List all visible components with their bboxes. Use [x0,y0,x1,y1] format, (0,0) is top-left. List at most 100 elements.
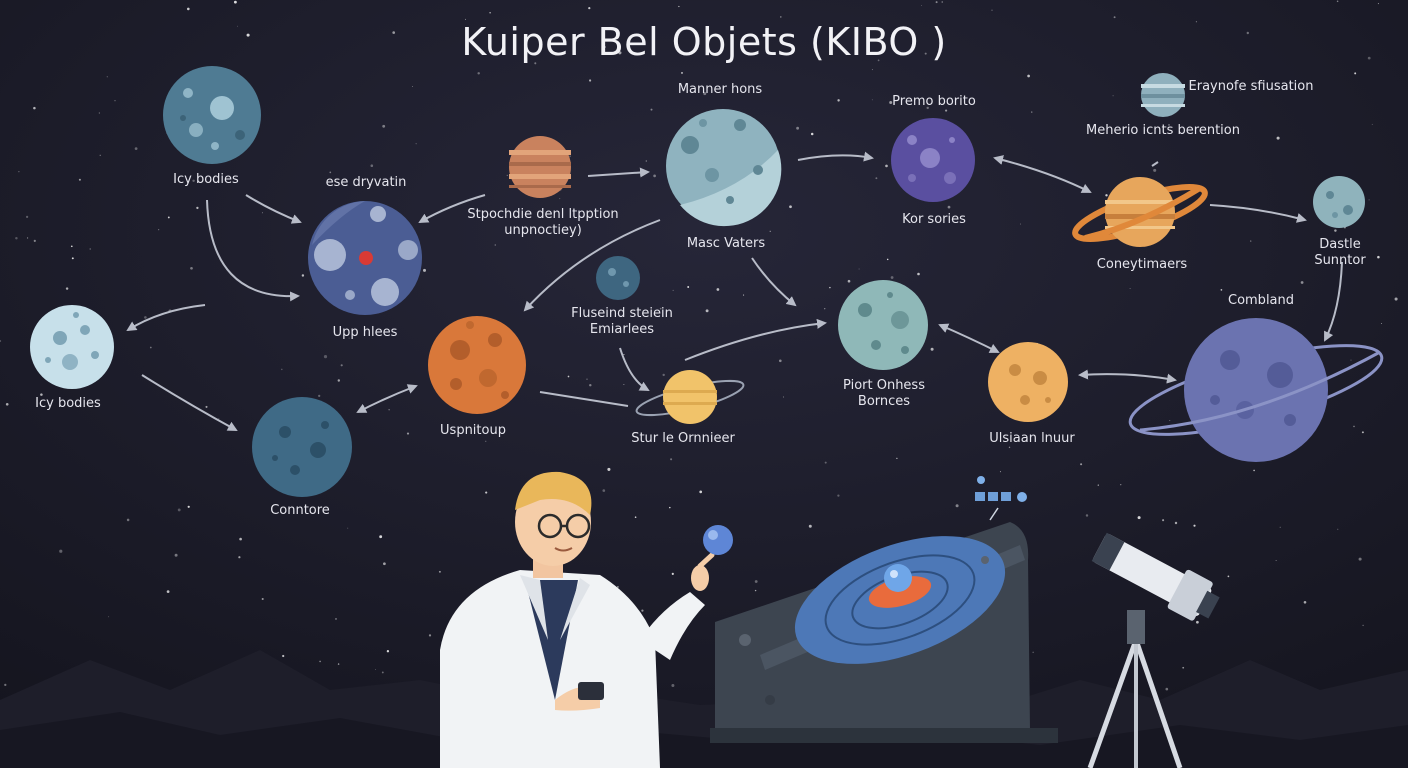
star [1227,575,1230,578]
star [559,198,561,200]
star [796,126,800,130]
star [196,206,199,210]
star [388,409,390,411]
handheld-device-icon [578,682,604,700]
planet-sture-ringed[interactable] [634,370,746,424]
star [1336,0,1339,3]
star [1220,289,1223,291]
planet-uspnitoup[interactable] [428,316,526,414]
star [1368,199,1370,201]
planet-striped-small[interactable] [509,136,571,198]
planet-eraynofe-banded[interactable] [1141,73,1185,117]
star [406,432,410,435]
planet-icy-left[interactable] [30,305,114,389]
held-planet-sphere[interactable] [703,525,733,555]
planet-upp-hlees[interactable] [308,201,422,315]
star [174,553,178,557]
star [485,491,488,494]
star [705,309,709,313]
star [589,79,592,82]
star [534,62,537,65]
arrow-manner-to-usp [523,219,661,312]
arrow-piort-to-ulsiaan [938,323,1000,353]
arrow-upp-to-icy-left [126,304,206,332]
label-conntore: Conntore [270,503,330,518]
star [177,508,181,512]
star [70,245,73,248]
star [144,316,147,319]
label-upp-hlees: Upp hlees [332,325,398,340]
star [1275,560,1277,561]
star [423,268,426,272]
star [935,1,938,4]
star [1182,666,1185,669]
planet-piort-onhess[interactable] [838,280,928,370]
star [1129,288,1131,289]
planet-coneytimaers-ringed[interactable] [1070,177,1209,249]
planet-ulsiaan-lnuur[interactable] [988,342,1068,422]
star [238,556,241,559]
star [926,106,929,110]
label-kor-sories: Kor sories [902,212,966,227]
star [1239,89,1241,92]
planet-icy-top[interactable] [163,66,261,164]
planet-fluseind-small[interactable] [596,256,640,300]
star [126,518,130,522]
star [589,383,592,387]
arrow-masc-to-piort [751,257,797,307]
star [1394,297,1398,301]
planet-manner-hons[interactable] [666,109,782,227]
star [166,590,170,593]
star [15,236,18,240]
star [1334,229,1337,232]
star [25,215,29,219]
star [415,143,417,145]
star [340,364,343,367]
star [506,174,508,177]
star [379,535,383,539]
star [335,617,337,620]
label-stpochdie: Stpochdie denl ltpption unpnoctiey) [467,207,619,238]
star [237,25,238,27]
star [158,229,160,231]
star [381,671,384,674]
star [780,16,782,18]
star [318,394,321,398]
star [669,506,671,509]
star [1168,124,1170,126]
star [386,650,390,653]
star [65,287,69,290]
star [1279,526,1281,528]
star [678,5,680,8]
planet-dastle-sunntor[interactable] [1313,176,1365,228]
label-combland: Combland [1227,293,1295,308]
planet-premo-borito[interactable] [891,118,975,202]
star [871,69,873,71]
star [1120,484,1122,486]
star [847,279,851,283]
planet-combland-ringed[interactable] [1123,318,1390,462]
star [588,7,591,10]
star [1020,223,1022,225]
planet-conntore[interactable] [252,397,352,497]
star [716,288,720,291]
star [99,154,101,156]
arrow-icy-left-to-conntore [141,374,238,431]
star [114,100,116,102]
star [607,467,611,471]
label-ese-dryvatin: ese dryvatin [325,175,407,190]
star [650,108,653,111]
star [1080,463,1083,466]
star [754,589,757,592]
label-icy-bodies-left: Icy bodies [35,396,101,411]
arrow-sture-to-piort [684,318,827,361]
arrow-striped-to-manner [587,167,650,178]
star [106,76,108,78]
arrow-usp-to-sture [539,391,629,407]
star [1358,557,1362,561]
star [205,405,208,408]
label-icy-bodies-top: Icy bodies [173,172,239,187]
star [824,308,826,310]
star [871,99,873,101]
